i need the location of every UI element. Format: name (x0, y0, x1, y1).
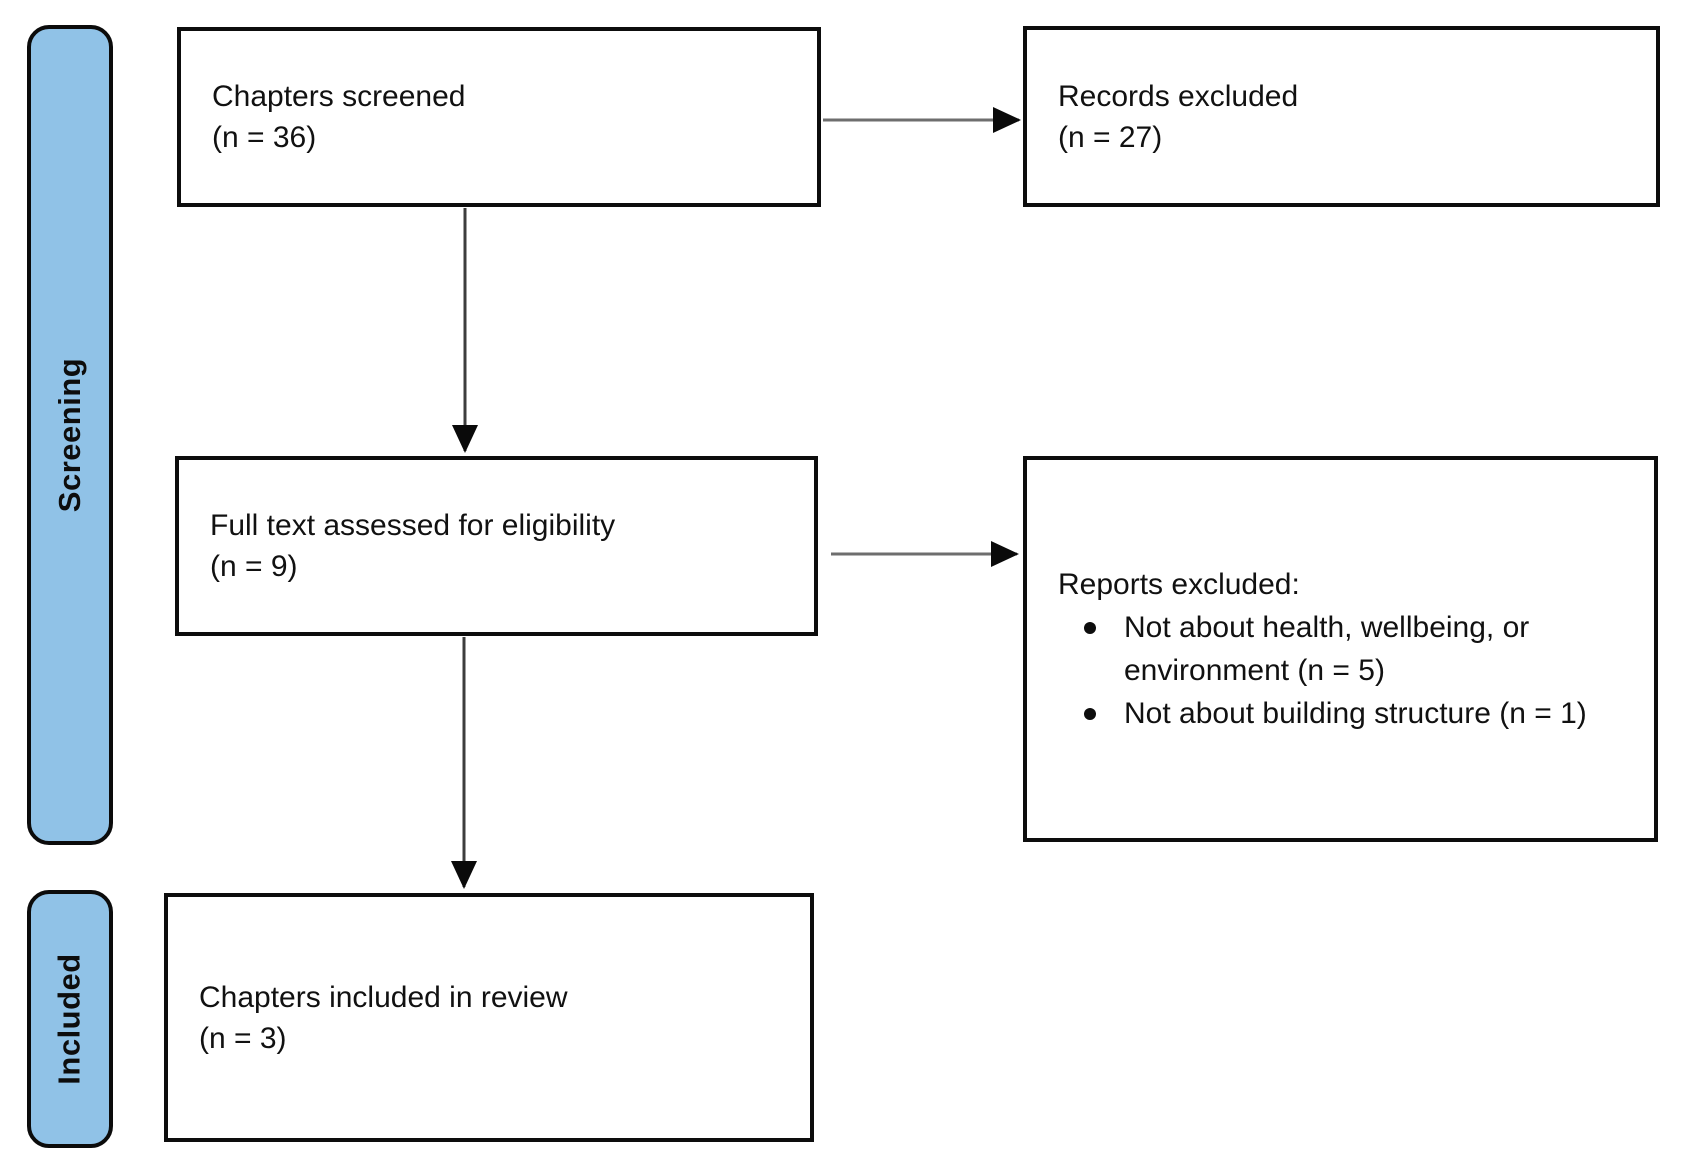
reports-excluded-reason: Not about health, wellbeing, or environm… (1124, 611, 1530, 687)
reports-excluded-item: Not about building structure (n = 1) (1058, 692, 1638, 735)
stage-label-included: Included (52, 953, 88, 1085)
records-excluded-count: (n = 27) (1058, 120, 1163, 154)
chapters-screened-count: (n = 36) (212, 121, 317, 154)
stage-band-screening: Screening (27, 25, 113, 845)
reports-excluded-item: Not about health, wellbeing, or environm… (1058, 606, 1638, 692)
chapters-screened-label: Chapters screened (212, 80, 466, 113)
reports-excluded-reason: Not about building structure (n = 1) (1124, 697, 1587, 730)
records-excluded-label: Records excluded (1058, 79, 1299, 113)
box-chapters-screened: Chapters screened (n = 36) (177, 27, 821, 207)
box-chapters-included: Chapters included in review (n = 3) (164, 893, 814, 1142)
bullet-dot-icon (1084, 622, 1096, 634)
chapters-included-label: Chapters included in review (199, 980, 568, 1014)
bullet-dot-icon (1084, 708, 1096, 720)
box-reports-excluded: Reports excluded: Not about health, well… (1023, 456, 1658, 842)
chapters-included-count: (n = 3) (199, 1021, 287, 1055)
stage-band-included: Included (27, 890, 113, 1148)
reports-excluded-list: Not about health, wellbeing, or environm… (1058, 606, 1638, 735)
full-text-count: (n = 9) (210, 550, 298, 583)
reports-excluded-title: Reports excluded: (1058, 568, 1300, 601)
stage-label-screening: Screening (52, 357, 88, 513)
box-records-excluded: Records excluded (n = 27) (1023, 26, 1660, 207)
full-text-label: Full text assessed for eligibility (210, 509, 616, 542)
box-full-text-assessed: Full text assessed for eligibility (n = … (175, 456, 818, 636)
